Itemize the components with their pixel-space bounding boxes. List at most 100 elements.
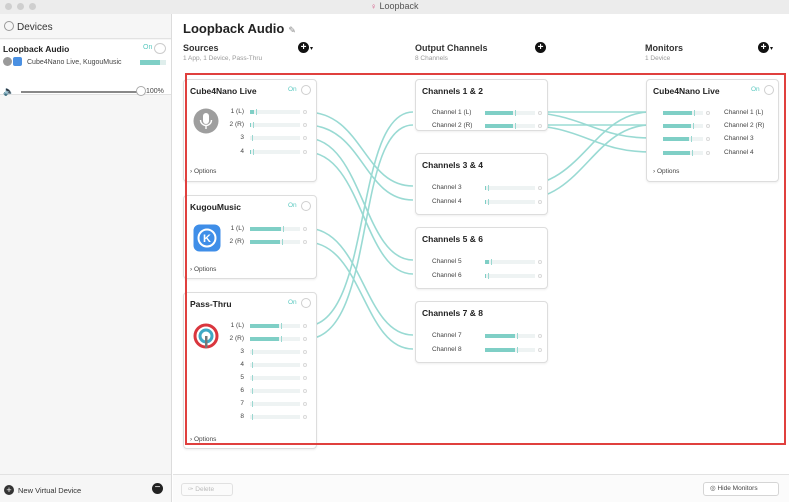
channel-route-dot[interactable] <box>538 334 542 338</box>
output-card-channels-5-6[interactable]: Channels 5 & 6 Channel 5 Channel 6 <box>415 227 548 289</box>
level-meter <box>485 199 542 205</box>
channel-route-dot[interactable] <box>303 363 307 367</box>
channel-label: 7 <box>240 400 244 407</box>
source-card-cube4nano[interactable]: Cube4Nano Live On 1 (L) 2 (R) 3 4 › Opti… <box>183 79 317 182</box>
output-card-channels-7-8[interactable]: Channels 7 & 8 Channel 7 Channel 8 <box>415 301 548 363</box>
eye-slash-icon: ◎ <box>710 485 718 492</box>
channel-route-dot[interactable] <box>303 389 307 393</box>
wire-kugou-2-to-ch8 <box>305 241 414 350</box>
monitors-subtitle: 1 Device <box>645 55 671 62</box>
level-meter <box>250 349 307 355</box>
volume-percent: 100% <box>146 88 164 95</box>
options-disclosure[interactable]: › Options <box>190 266 217 273</box>
remove-device-button[interactable]: − <box>152 483 163 494</box>
device-name: Loopback Audio <box>3 44 70 54</box>
volume-slider[interactable] <box>21 91 142 93</box>
card-title: Pass-Thru <box>190 299 232 309</box>
source-card-kugoumusic[interactable]: KugouMusic On K 1 (L) 2 (R) › Options <box>183 195 317 279</box>
device-level-meter <box>140 60 166 65</box>
wire-cube-3-to-ch5 <box>305 137 414 261</box>
level-meter <box>485 259 542 265</box>
options-disclosure[interactable]: › Options <box>190 168 217 175</box>
level-meter <box>250 323 307 329</box>
sidebar: Devices Loopback Audio On Cube4Nano Live… <box>0 14 172 502</box>
channel-route-dot[interactable] <box>538 186 542 190</box>
channel-route-dot[interactable] <box>538 260 542 264</box>
level-meter <box>485 273 542 279</box>
channel-label: 5 <box>240 374 244 381</box>
channel-route-dot[interactable] <box>303 123 307 127</box>
level-meter <box>250 109 307 115</box>
channel-route-dot[interactable] <box>706 111 710 115</box>
channel-label: 8 <box>240 413 244 420</box>
add-monitor-button[interactable]: +▾ <box>758 42 773 53</box>
channel-route-dot[interactable] <box>538 348 542 352</box>
channel-route-dot[interactable] <box>706 151 710 155</box>
channel-label: 1 (L) <box>230 225 244 232</box>
channel-route-dot[interactable] <box>706 137 710 141</box>
level-meter <box>663 123 710 129</box>
delete-button[interactable]: ✑ Delete <box>181 483 233 496</box>
source-power-toggle[interactable] <box>301 85 311 95</box>
kugou-app-icon <box>13 57 22 67</box>
devices-icon <box>4 21 14 31</box>
output-card-channels-1-2[interactable]: Channels 1 & 2 Channel 1 (L) Channel 2 (… <box>415 79 548 131</box>
on-label: On <box>288 202 297 209</box>
device-source-icons <box>3 57 23 67</box>
level-meter <box>250 226 307 232</box>
minimize-window-button[interactable] <box>17 3 24 10</box>
window-title: ♀Loopback <box>370 1 419 11</box>
svg-text:K: K <box>203 233 211 245</box>
volume-slider-knob[interactable] <box>136 86 146 96</box>
channel-route-dot[interactable] <box>303 415 307 419</box>
channel-label: 4 <box>240 148 244 155</box>
source-power-toggle[interactable] <box>301 201 311 211</box>
source-power-toggle[interactable] <box>301 298 311 308</box>
channel-label: Channel 4 <box>724 149 754 156</box>
channel-route-dot[interactable] <box>303 337 307 341</box>
new-virtual-device-button[interactable]: +New Virtual Device <box>4 485 81 495</box>
on-label: On <box>288 86 297 93</box>
sidebar-device-item[interactable]: Loopback Audio On Cube4Nano Live, KugouM… <box>0 40 171 95</box>
channel-label: 3 <box>240 134 244 141</box>
channel-route-dot[interactable] <box>538 200 542 204</box>
channel-route-dot[interactable] <box>538 124 542 128</box>
channel-route-dot[interactable] <box>538 274 542 278</box>
wire-pass-2-to-ch2 <box>305 124 414 340</box>
add-output-channel-button[interactable]: + <box>535 42 546 53</box>
wire-cube-4-to-ch6 <box>305 151 414 275</box>
kugou-app-icon: K <box>193 224 221 252</box>
level-meter <box>663 110 710 116</box>
channel-route-dot[interactable] <box>303 376 307 380</box>
channel-route-dot[interactable] <box>303 227 307 231</box>
monitor-power-toggle[interactable] <box>764 85 774 95</box>
channel-label: Channel 1 (L) <box>724 109 764 116</box>
edit-pencil-icon[interactable]: ✎ <box>288 25 296 35</box>
hide-monitors-button[interactable]: ◎ Hide Monitors <box>703 482 779 496</box>
add-source-button[interactable]: +▾ <box>298 42 313 53</box>
level-meter <box>250 122 307 128</box>
options-disclosure[interactable]: › Options <box>653 168 680 175</box>
channel-route-dot[interactable] <box>706 124 710 128</box>
channel-route-dot[interactable] <box>303 136 307 140</box>
options-disclosure[interactable]: › Options <box>190 436 217 443</box>
channel-label: Channel 4 <box>432 198 462 205</box>
channel-route-dot[interactable] <box>538 111 542 115</box>
card-title: Channels 3 & 4 <box>422 160 483 170</box>
monitor-card-cube4nano[interactable]: Cube4Nano Live On Channel 1 (L) Channel … <box>646 79 779 182</box>
close-window-button[interactable] <box>5 3 12 10</box>
source-card-pass-thru[interactable]: Pass-Thru On 1 (L) 2 (R) 3 4 5 6 7 8 › O… <box>183 292 317 449</box>
on-label: On <box>751 86 760 93</box>
zoom-window-button[interactable] <box>29 3 36 10</box>
channel-label: Channel 6 <box>432 272 462 279</box>
device-power-toggle[interactable] <box>154 43 166 54</box>
channel-route-dot[interactable] <box>303 324 307 328</box>
output-card-channels-3-4[interactable]: Channels 3 & 4 Channel 3 Channel 4 <box>415 153 548 215</box>
channel-label: 2 (R) <box>229 335 244 342</box>
channel-route-dot[interactable] <box>303 240 307 244</box>
channel-route-dot[interactable] <box>303 110 307 114</box>
channel-route-dot[interactable] <box>303 350 307 354</box>
channel-label: 6 <box>240 387 244 394</box>
channel-route-dot[interactable] <box>303 150 307 154</box>
channel-route-dot[interactable] <box>303 402 307 406</box>
